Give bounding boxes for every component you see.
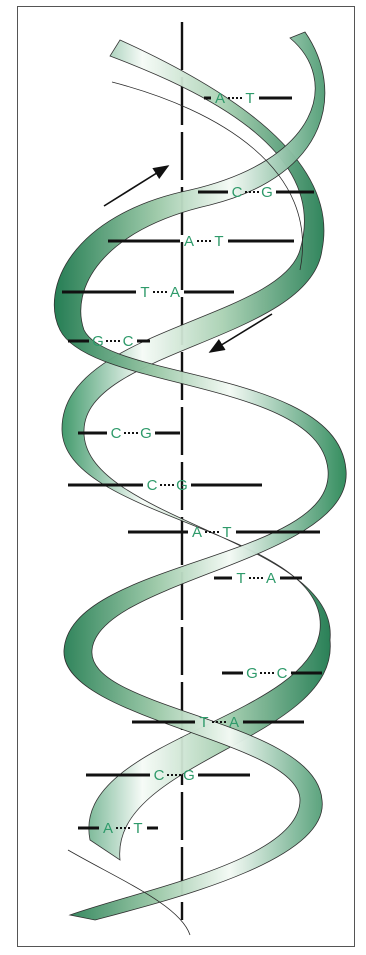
ribbon-edges <box>67 81 303 936</box>
base-left-label: T <box>199 714 208 731</box>
base-left-label: T <box>236 570 245 587</box>
base-left-label: C <box>111 425 122 442</box>
base-left-label: T <box>140 284 149 301</box>
base-right-label: G <box>176 477 188 494</box>
base-right-label: G <box>140 425 152 442</box>
base-right-label: C <box>123 333 134 350</box>
base-right-label: T <box>214 233 223 250</box>
base-left-label: C <box>154 767 165 784</box>
base-left-label: G <box>246 665 258 682</box>
base-right-label: C <box>277 665 288 682</box>
base-left-label: A <box>184 233 194 250</box>
base-right-label: T <box>133 820 142 837</box>
front-strand-ribbon <box>53 31 347 921</box>
base-left-label: A <box>192 524 202 541</box>
base-left-label: C <box>147 477 158 494</box>
base-right-label: T <box>222 524 231 541</box>
base-left-label: A <box>215 90 225 107</box>
base-right-label: G <box>183 767 195 784</box>
back-strand-ribbon <box>61 39 331 861</box>
base-right-label: A <box>170 284 180 301</box>
base-left-label: A <box>103 820 113 837</box>
base-right-label: G <box>261 184 273 201</box>
downward-strand-arrow <box>208 313 273 353</box>
base-left-label: C <box>232 184 243 201</box>
base-left-label: G <box>92 333 104 350</box>
base-right-label: T <box>245 90 254 107</box>
base-right-label: A <box>229 714 239 731</box>
base-right-label: A <box>266 570 276 587</box>
upward-strand-arrow <box>103 165 170 207</box>
